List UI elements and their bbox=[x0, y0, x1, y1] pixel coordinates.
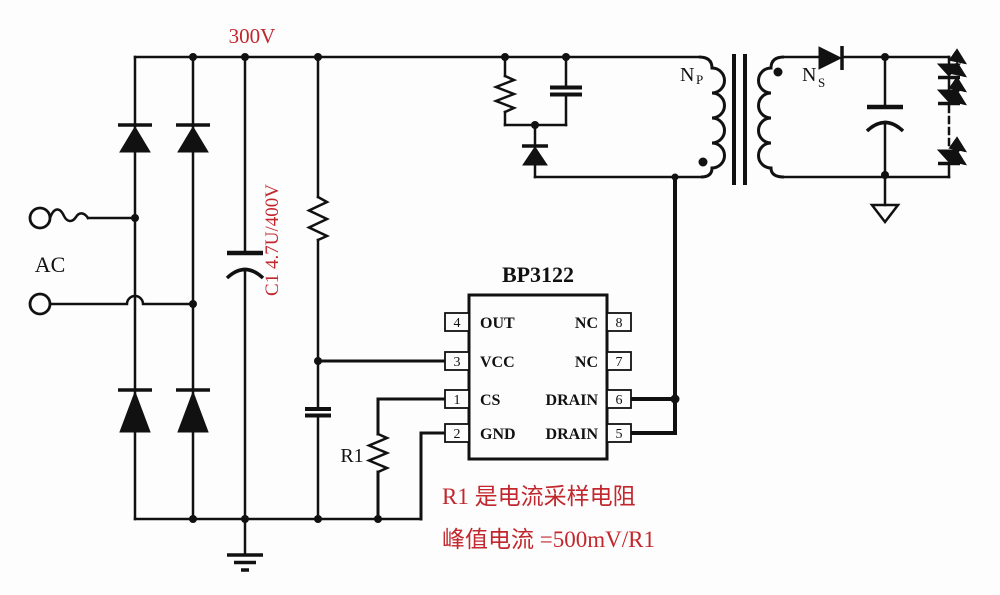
bus-voltage-label: 300V bbox=[229, 24, 276, 48]
cap-output bbox=[865, 104, 905, 133]
pin-wires bbox=[316, 359, 447, 521]
ac-terminals bbox=[28, 206, 52, 316]
c1-value-label: C1 4.7U/400V bbox=[262, 184, 283, 296]
junction-dots bbox=[131, 53, 889, 523]
primary-dot bbox=[698, 157, 708, 167]
primary-winding-sub: P bbox=[696, 72, 703, 87]
pin-label-out: OUT bbox=[480, 315, 515, 332]
pin-number-6: 6 bbox=[616, 393, 623, 408]
output-rectifier-diode bbox=[818, 46, 844, 70]
resistor-snubber bbox=[492, 74, 518, 114]
resistor-startup bbox=[306, 195, 331, 242]
cap-c1-bulk bbox=[225, 250, 265, 280]
chassis-ground-icon bbox=[869, 203, 901, 225]
primary-winding bbox=[698, 55, 726, 179]
pin-label-nc8: NC bbox=[575, 315, 598, 332]
transformer bbox=[698, 54, 785, 185]
pin-label-nc7: NC bbox=[575, 354, 598, 371]
wire-cs bbox=[376, 397, 447, 521]
pin-number-3: 3 bbox=[454, 355, 461, 370]
bridge-diode-bottom-right bbox=[176, 388, 210, 433]
led-string bbox=[936, 48, 968, 166]
pin-number-5: 5 bbox=[616, 427, 623, 442]
drain-wires bbox=[628, 175, 677, 435]
wire-gnd-pin bbox=[419, 431, 447, 521]
r1-label: R1 bbox=[340, 445, 363, 467]
secondary-winding-label: N bbox=[802, 64, 816, 86]
led-emission-arrows bbox=[948, 48, 968, 166]
earth-ground-icon bbox=[227, 553, 263, 572]
bridge-diode-top-right bbox=[176, 123, 210, 153]
pin-number-4: 4 bbox=[454, 316, 461, 331]
primary-winding-label: N bbox=[680, 64, 694, 86]
wire-ac-live bbox=[48, 208, 137, 223]
ac-terminal-neutral bbox=[28, 292, 52, 316]
pin-label-drain6: DRAIN bbox=[546, 392, 599, 409]
pin-number-2: 2 bbox=[454, 427, 461, 442]
pin-label-gnd: GND bbox=[480, 426, 516, 443]
wire-drain-vertical bbox=[628, 175, 677, 435]
cap-vcc bbox=[305, 407, 331, 418]
ac-label: AC bbox=[35, 252, 66, 277]
cap-snubber bbox=[550, 85, 582, 97]
pin-label-cs: CS bbox=[480, 392, 501, 409]
resistor-r1 bbox=[365, 432, 391, 474]
r1-note-line2: 峰值电流 =500mV/R1 bbox=[442, 527, 655, 552]
ac-terminal-live bbox=[28, 206, 52, 230]
secondary-dot bbox=[773, 67, 783, 77]
pin-number-7: 7 bbox=[616, 355, 623, 370]
pin-label-drain5: DRAIN bbox=[546, 426, 599, 443]
wire-ac-neutral bbox=[48, 294, 195, 306]
bridge-rectifier bbox=[118, 123, 210, 433]
pin-label-vcc: VCC bbox=[480, 354, 515, 371]
bridge-diode-bottom-left bbox=[118, 388, 152, 433]
ic-title: BP3122 bbox=[502, 262, 574, 287]
r1-note-line1: R1 是电流采样电阻 bbox=[442, 484, 636, 509]
secondary-winding bbox=[757, 55, 785, 179]
snubber-diode bbox=[522, 144, 548, 166]
secondary-winding-sub: S bbox=[818, 75, 825, 90]
capacitors bbox=[225, 85, 905, 418]
ic-pin-boxes bbox=[444, 312, 632, 443]
ic-bp3122: BP3122 4 3 1 2 8 7 6 5 OUT VCC CS GND NC… bbox=[444, 262, 632, 461]
bridge-diode-top-left bbox=[118, 123, 152, 153]
pin-number-8: 8 bbox=[616, 316, 623, 331]
ic-body bbox=[467, 293, 609, 461]
pin-number-1: 1 bbox=[454, 393, 461, 408]
transformer-core bbox=[732, 54, 747, 185]
